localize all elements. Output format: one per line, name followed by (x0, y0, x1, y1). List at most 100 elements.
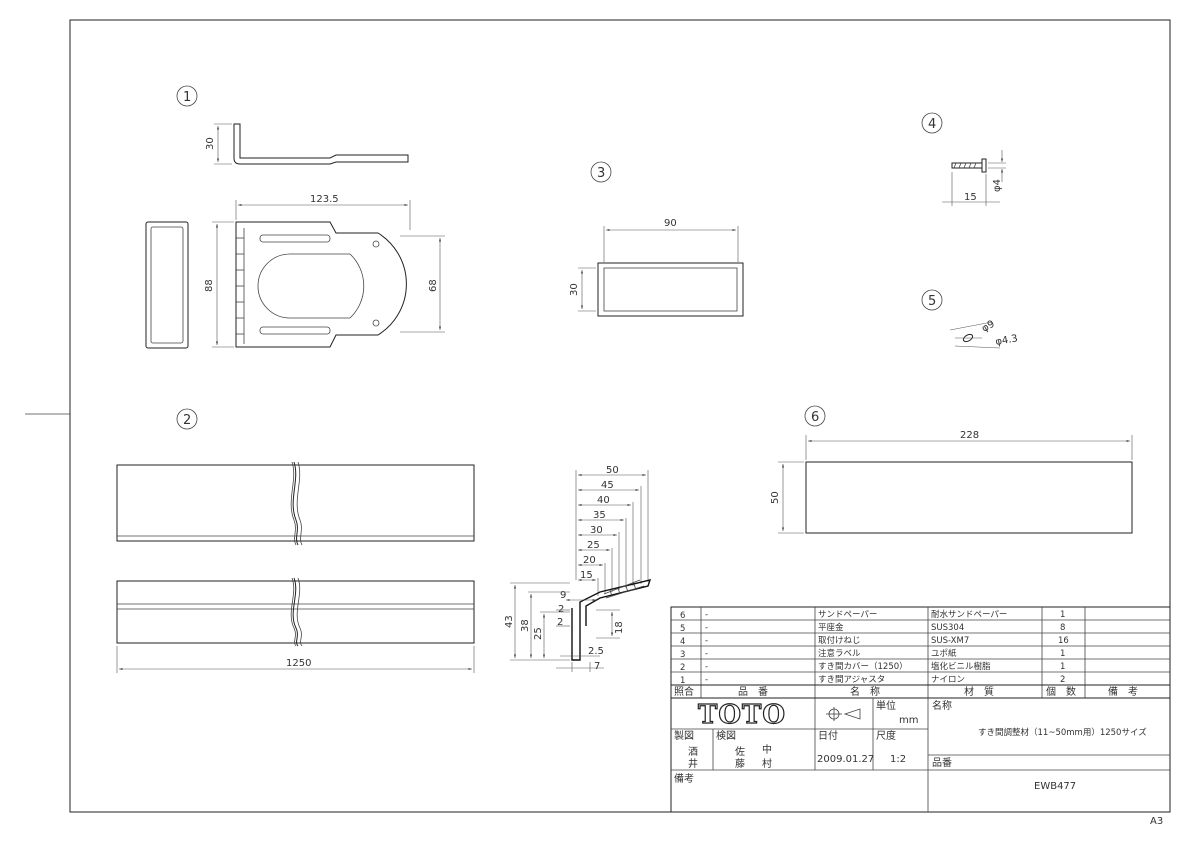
bom-header-name: 名 称 (850, 685, 880, 698)
bom-table: 6 - サンドペーパー 耐水サンドペーパー 1 5 - 平座金 SUS304 8… (670, 606, 1171, 699)
bom-row-material: ナイロン (931, 675, 965, 685)
bom-row-qty: 1 (1060, 649, 1065, 659)
section-small-dim: 7 (594, 661, 600, 672)
bom-row-no: 1 (680, 676, 685, 686)
part-4-drawing: 4 φ4 15 (921, 112, 1006, 206)
bom-row-qty: 2 (1060, 675, 1065, 685)
bom-header-material: 材 質 (964, 685, 994, 698)
checked-label: 検図 (716, 729, 736, 742)
part-6-label: 6 (811, 410, 819, 425)
name-label: 名称 (932, 699, 952, 712)
part-2-length-dim: 1250 (286, 658, 311, 669)
part-1-plan-view (235, 221, 407, 348)
bom-row-material: SUS-XM7 (931, 636, 969, 646)
bom-row-partno: - (705, 610, 708, 620)
bom-row-material: 耐水サンドペーパー (931, 609, 1007, 620)
bom-row-name: 平座金 (818, 622, 844, 633)
part-1-frame-outer (145, 221, 189, 349)
part-2-balloon (176, 408, 198, 430)
brand-logo: TOTO (698, 700, 786, 730)
product-name: すき間調整材（11~50mm用）1250サイズ (978, 727, 1147, 738)
part-1-length-dim: 123.5 (310, 194, 339, 205)
bom-row-name: 注意ラベル (818, 648, 861, 659)
bom-row-partno: - (705, 636, 708, 646)
partno-value: EWB477 (1034, 781, 1076, 792)
bom-header-no: 照合 (674, 685, 694, 698)
section-gap-dim: 30 (590, 525, 603, 536)
part-2-bottom-view (116, 580, 475, 644)
section-height-dim: 2 (557, 617, 563, 628)
bom-row-name: すき間アジャスタ (818, 675, 885, 685)
section-height-dim: 38 (520, 619, 531, 632)
part-6-sandpaper (805, 461, 1133, 534)
section-height-dim: 25 (533, 627, 544, 640)
part-2-drawing: 2 1250 (116, 408, 475, 673)
bom-row-name: すき間カバー（1250） (818, 661, 908, 672)
sheet-size-label: A3 (1150, 816, 1163, 827)
scale-label: 尺度 (876, 729, 896, 742)
scale-value: 1:2 (890, 754, 906, 765)
section-gap-dim: 15 (580, 570, 593, 581)
part-5-outer-dim: φ9 (980, 319, 997, 335)
section-small-dim: 2.5 (588, 646, 604, 657)
bom-row-material: ユポ紙 (931, 648, 957, 659)
section-height-dim: 43 (504, 615, 515, 628)
bom-row-material: 塩化ビニル樹脂 (931, 661, 991, 672)
part-4-balloon (921, 112, 943, 134)
bom-row-material: SUS304 (931, 623, 964, 633)
checked-by: 藤 (735, 758, 745, 770)
part-4-length-dim: 15 (964, 192, 977, 203)
bom-header-partno: 品 番 (738, 686, 768, 698)
title-block: TOTO 単位 mm 名称 すき間調整材（11~50mm用）1250サイズ 製図… (670, 697, 1171, 813)
drawn-label: 製図 (674, 729, 694, 742)
part-5-label: 5 (928, 294, 936, 309)
checked-by: 佐 (735, 746, 745, 758)
bom-row-name: 取付けねじ (818, 635, 861, 646)
partno-label: 品番 (932, 757, 952, 769)
part-2-label: 2 (183, 413, 191, 428)
part-5-washer (962, 333, 974, 343)
part-6-drawing: 6 228 50 (770, 405, 1133, 534)
unit-value: mm (899, 715, 918, 726)
bom-row-name: サンドペーパー (818, 610, 877, 620)
part-2-top-view (116, 464, 475, 542)
projection-symbol (826, 707, 861, 721)
part-5-inner-dim: φ4.3 (995, 333, 1019, 348)
bom-row-qty: 16 (1058, 636, 1069, 646)
section-detail: 50 45 40 35 30 25 20 15 9 (504, 465, 652, 672)
part-1-side-view (233, 123, 409, 165)
bom-row-qty: 1 (1060, 662, 1065, 672)
part-1-balloon (176, 85, 198, 107)
part-3-height-dim: 30 (569, 283, 580, 296)
section-height-dim: 2 (558, 604, 564, 615)
part-3-drawing: 3 90 30 (569, 161, 744, 317)
part-4-diameter-dim: φ4 (992, 179, 1003, 192)
part-3-label-outer (597, 262, 744, 317)
part-4-screw-shank (951, 162, 983, 169)
bom-row-partno: - (705, 623, 708, 633)
bom-row-partno: - (705, 649, 708, 659)
part-6-width-dim: 228 (960, 430, 979, 441)
part-4-label: 4 (928, 117, 936, 132)
bom-header-note: 備 考 (1108, 685, 1138, 698)
section-gap-dim: 25 (587, 540, 600, 551)
section-small-dim: 18 (614, 621, 625, 634)
part-3-balloon (590, 161, 612, 183)
section-gap-dim: 40 (597, 495, 610, 506)
checked-by: 中 (762, 743, 772, 756)
unit-label: 単位 (876, 699, 896, 712)
drawn-by: 酒 (688, 746, 698, 758)
part-3-label-inner (603, 267, 738, 312)
checked-by: 村 (762, 757, 772, 770)
bom-row-partno: - (705, 662, 708, 672)
part-5-drawing: 5 φ9 φ4.3 (921, 289, 1019, 349)
bom-row-no: 3 (680, 650, 685, 660)
part-1-label: 1 (183, 90, 191, 105)
part-5-balloon (921, 289, 943, 311)
section-gap-dim: 50 (606, 465, 619, 476)
part-1-width-dim: 88 (204, 279, 215, 292)
date-value: 2009.01.27 (817, 754, 874, 765)
part-1-inner-dim: 68 (428, 279, 439, 292)
section-gap-dim: 20 (583, 555, 596, 566)
sheet-border (69, 19, 1171, 813)
